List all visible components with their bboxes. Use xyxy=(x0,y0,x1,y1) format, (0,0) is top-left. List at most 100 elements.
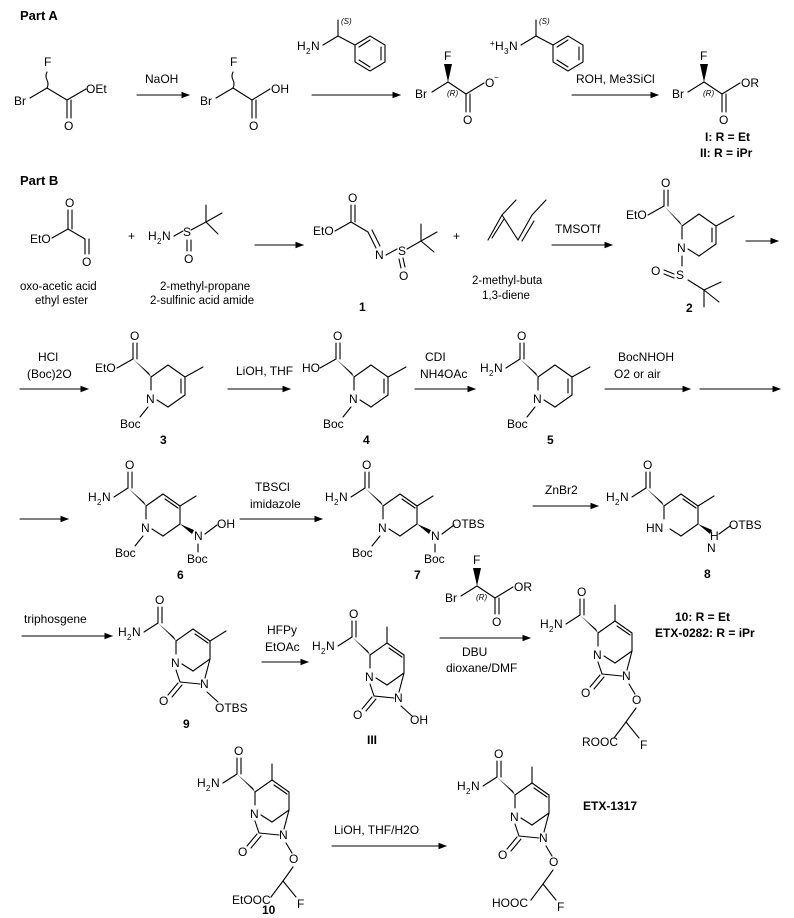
svg-text:+: + xyxy=(490,39,495,48)
reagent-hcl: HCl xyxy=(38,350,58,364)
compound-2-structure: EtO O N S O xyxy=(626,176,735,308)
reagent-bocnhoh: BocNHOH xyxy=(618,350,674,364)
svg-text:Boc: Boc xyxy=(115,546,136,560)
svg-text:O: O xyxy=(249,119,258,133)
svg-text:N: N xyxy=(707,541,716,555)
svg-text:N: N xyxy=(394,691,403,705)
svg-text:H: H xyxy=(197,776,206,790)
svg-text:N: N xyxy=(509,39,518,53)
svg-text:N: N xyxy=(510,810,519,824)
svg-text:(R): (R) xyxy=(476,593,487,602)
label-10-et: 10: R = Et xyxy=(675,610,730,624)
svg-text:H: H xyxy=(312,639,321,653)
svg-text:EtO: EtO xyxy=(626,208,647,222)
reagent-etoac: EtOAc xyxy=(265,640,300,654)
svg-text:Boc: Boc xyxy=(120,417,141,431)
svg-text:Boc: Boc xyxy=(352,546,373,560)
svg-text:Br: Br xyxy=(415,87,427,101)
svg-text:N: N xyxy=(311,39,320,53)
svg-text:O: O xyxy=(64,119,73,133)
svg-text:H: H xyxy=(325,490,334,504)
compound-6-label: 6 xyxy=(177,568,184,582)
bromofluoroacetic-acid: Br F O OH xyxy=(200,55,289,133)
svg-text:O: O xyxy=(289,852,298,866)
name-oxo-1: oxo-acetic acid xyxy=(20,281,97,293)
reagent-imidazole: imidazole xyxy=(250,497,301,511)
name-diene-1: 2-methyl-buta xyxy=(472,275,543,287)
svg-text:OTBS: OTBS xyxy=(452,517,485,531)
reagent-tbscl: TBSCl xyxy=(255,480,290,494)
svg-text:O: O xyxy=(661,176,670,190)
svg-text:F: F xyxy=(297,897,304,911)
svg-text:Boc: Boc xyxy=(424,552,445,566)
svg-text:O: O xyxy=(643,458,652,472)
reagent-tmsotf: TMSOTf xyxy=(555,222,601,236)
ethyl-bromofluoroacetate: Br F O OEt xyxy=(14,55,107,133)
svg-text:N: N xyxy=(620,490,629,504)
compound-8-label: 8 xyxy=(704,567,711,581)
reagent-hfpy: HFPy xyxy=(267,623,297,637)
svg-text:2: 2 xyxy=(206,784,211,793)
svg-text:O: O xyxy=(155,593,164,607)
svg-text:N: N xyxy=(593,648,602,662)
svg-text:O: O xyxy=(632,693,641,707)
plus-sign: + xyxy=(128,229,135,243)
svg-text:2: 2 xyxy=(334,498,339,507)
svg-text:O: O xyxy=(494,747,503,761)
svg-text:O: O xyxy=(485,76,494,90)
svg-text:N: N xyxy=(194,529,203,543)
svg-text:O: O xyxy=(349,607,358,621)
svg-text:O: O xyxy=(348,191,357,205)
svg-text:2: 2 xyxy=(466,787,471,796)
reagent-dbu: DBU xyxy=(462,645,487,659)
svg-text:Boc: Boc xyxy=(507,417,528,431)
svg-text:F: F xyxy=(700,49,707,63)
svg-text:N: N xyxy=(539,831,548,845)
part-a-heading: Part A xyxy=(20,8,58,23)
svg-text:O: O xyxy=(238,845,247,859)
compound-4-structure: HO O N Boc xyxy=(302,329,407,431)
svg-text:2: 2 xyxy=(321,647,326,656)
svg-text:OH: OH xyxy=(271,82,289,96)
svg-text:2: 2 xyxy=(157,237,162,246)
svg-text:H: H xyxy=(88,490,97,504)
svg-text:N: N xyxy=(471,779,480,793)
svg-text:N: N xyxy=(102,490,111,504)
svg-text:O: O xyxy=(517,329,526,343)
svg-text:O: O xyxy=(577,585,586,599)
svg-text:2: 2 xyxy=(489,369,494,378)
svg-text:F: F xyxy=(640,738,647,752)
svg-text:OR: OR xyxy=(741,76,759,90)
svg-text:F: F xyxy=(230,55,237,69)
svg-text:F: F xyxy=(44,55,51,69)
svg-text:N: N xyxy=(200,677,209,691)
svg-text:Br: Br xyxy=(14,94,26,108)
compound-iii-label: III xyxy=(367,733,377,747)
svg-text:N: N xyxy=(365,670,374,684)
svg-text:O: O xyxy=(234,744,243,758)
svg-text:F: F xyxy=(473,553,480,567)
svg-text:EtO: EtO xyxy=(30,232,51,246)
svg-text:N: N xyxy=(554,617,563,631)
svg-text:HN: HN xyxy=(646,521,663,535)
compound-2-label: 2 xyxy=(686,301,693,315)
svg-text:Boc: Boc xyxy=(323,417,344,431)
svg-text:N: N xyxy=(279,828,288,842)
svg-text:O: O xyxy=(130,329,139,343)
svg-text:O: O xyxy=(125,458,134,472)
svg-text:N: N xyxy=(162,229,171,243)
compound-4-label: 4 xyxy=(363,433,370,447)
compound-1-label: 1 xyxy=(359,300,366,314)
label-etx-0282: ETX-0282: R = iPr xyxy=(655,626,755,640)
svg-text:Boc: Boc xyxy=(187,552,208,566)
svg-text:N: N xyxy=(375,248,384,262)
